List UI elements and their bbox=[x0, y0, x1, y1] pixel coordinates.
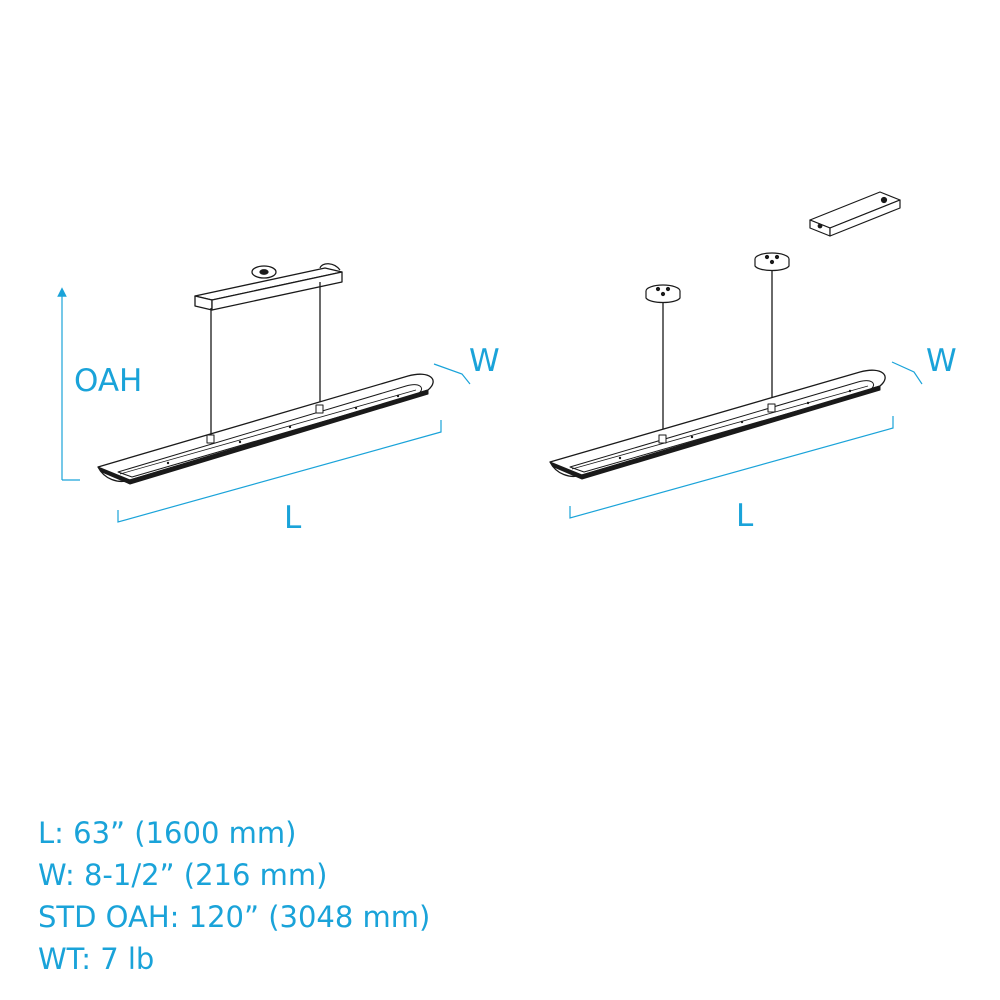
ceiling-canopy bbox=[645, 284, 681, 304]
width-label: W bbox=[926, 343, 957, 379]
left-fixture-diagram: OAH W L bbox=[57, 263, 500, 536]
linear-fixture-body bbox=[549, 369, 886, 480]
length-label: L bbox=[736, 498, 754, 534]
specifications-list: L: 63” (1600 mm) W: 8-1/2” (216 mm) STD … bbox=[38, 812, 430, 980]
remote-driver-box bbox=[809, 191, 901, 237]
spec-width: W: 8-1/2” (216 mm) bbox=[38, 858, 328, 892]
dimension-lines bbox=[569, 361, 923, 519]
spec-weight: WT: 7 lb bbox=[38, 942, 155, 976]
width-label: W bbox=[469, 343, 500, 379]
oah-label: OAH bbox=[74, 363, 142, 399]
ceiling-canopy bbox=[754, 252, 790, 272]
dimension-lines bbox=[57, 287, 471, 523]
right-fixture-diagram: W L bbox=[549, 191, 957, 534]
spec-length: L: 63” (1600 mm) bbox=[38, 816, 297, 850]
linear-fixture-body bbox=[97, 373, 434, 485]
length-label: L bbox=[284, 500, 302, 536]
spec-overall-height: STD OAH: 120” (3048 mm) bbox=[38, 900, 431, 934]
canopy-bar bbox=[194, 263, 343, 311]
